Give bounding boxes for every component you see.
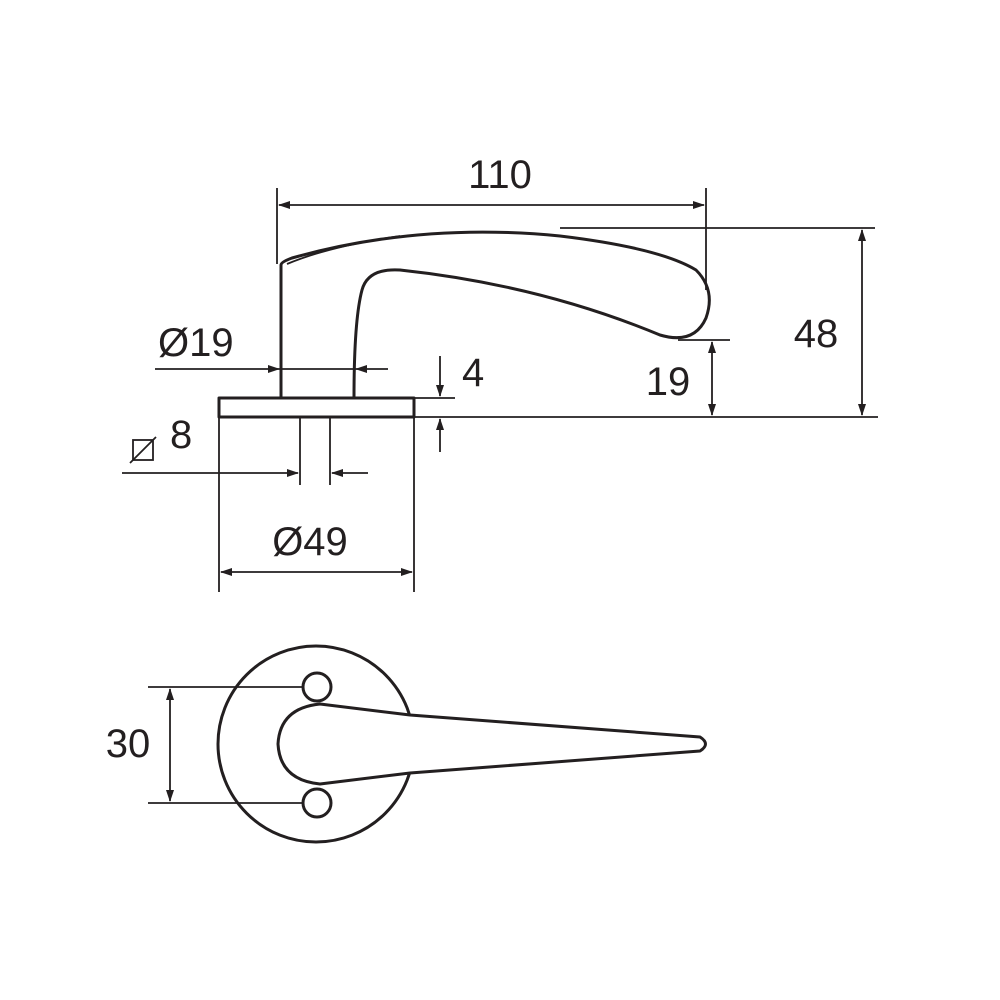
screw-hole-top — [301, 671, 333, 703]
dimension-rose-diameter-label: Ø49 — [272, 520, 348, 564]
dimension-grip-height-label: 19 — [646, 360, 691, 404]
dimension-height-label: 48 — [794, 312, 839, 356]
square-spindle-icon — [129, 436, 157, 464]
dimension-length: 110 — [276, 153, 707, 290]
dimension-square-spindle: 8 — [122, 413, 368, 485]
side-view: 110 48 19 Ø19 4 — [122, 153, 878, 592]
dimension-rose-thickness: 4 — [415, 351, 484, 452]
dimension-screw-spacing-label: 30 — [106, 722, 151, 766]
dimension-shaft-diameter-label: Ø19 — [158, 321, 234, 365]
rose-plate-side — [217, 396, 416, 419]
dimension-shaft-diameter: Ø19 — [155, 321, 388, 373]
lever-handle-front — [276, 702, 707, 786]
dimension-grip-height: 19 — [646, 339, 730, 416]
dimension-length-label: 110 — [468, 153, 532, 197]
dimension-screw-spacing: 30 — [106, 686, 303, 804]
lever-top-highlight — [286, 235, 401, 265]
screw-hole-bottom — [301, 787, 333, 819]
dimension-rose-diameter: Ø49 — [218, 417, 415, 592]
front-view: 30 — [106, 644, 707, 844]
dimension-rose-thickness-label: 4 — [462, 351, 484, 395]
dimension-square-spindle-label: 8 — [170, 413, 192, 457]
dimension-height: 48 — [415, 227, 878, 418]
